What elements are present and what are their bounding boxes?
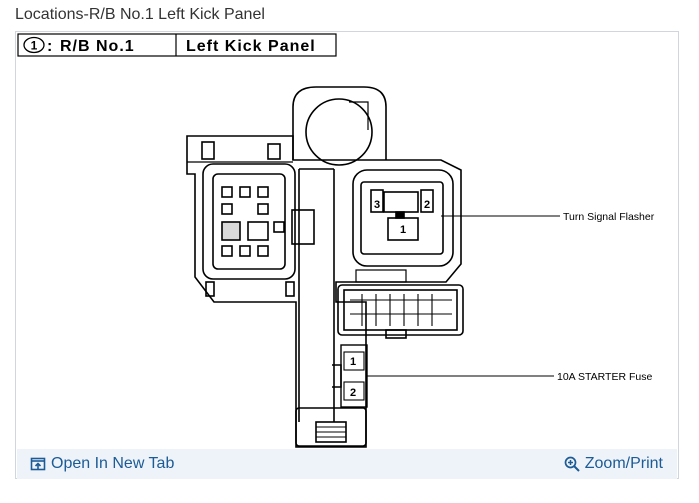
open-in-new-tab-link[interactable]: Open In New Tab	[30, 455, 174, 473]
open-in-new-tab-label: Open In New Tab	[51, 455, 175, 472]
diagram-header: 1 : R/B No.1 Left Kick Panel	[17, 33, 337, 57]
flasher-pin-3: 3	[374, 199, 380, 211]
header-number: 1	[31, 39, 38, 53]
page-title: Locations-R/B No.1 Left Kick Panel	[15, 6, 265, 23]
flasher-pin-2: 2	[424, 199, 430, 211]
zoom-in-icon	[564, 456, 580, 472]
zoom-print-link[interactable]: Zoom/Print	[564, 455, 663, 473]
fuse-pin-1: 1	[350, 356, 356, 368]
footer-bar: Open In New Tab Zoom/Print	[17, 449, 677, 479]
svg-text::: :	[47, 38, 52, 55]
open-new-tab-icon	[30, 457, 46, 471]
header-location: Left Kick Panel	[186, 38, 316, 55]
header-name: R/B No.1	[60, 38, 135, 55]
fuse-pin-2: 2	[350, 387, 356, 399]
flasher-pin-1: 1	[400, 224, 406, 236]
relay-block-diagram: 1 : R/B No.1 Left Kick Panel	[17, 33, 655, 448]
callout-starter-fuse: 10A STARTER Fuse	[557, 371, 652, 383]
zoom-print-label: Zoom/Print	[584, 455, 663, 472]
relay-block-drawing	[186, 86, 464, 448]
diagram-frame: 1 : R/B No.1 Left Kick Panel	[15, 31, 679, 479]
callout-turn-signal-flasher: Turn Signal Flasher	[563, 211, 655, 223]
